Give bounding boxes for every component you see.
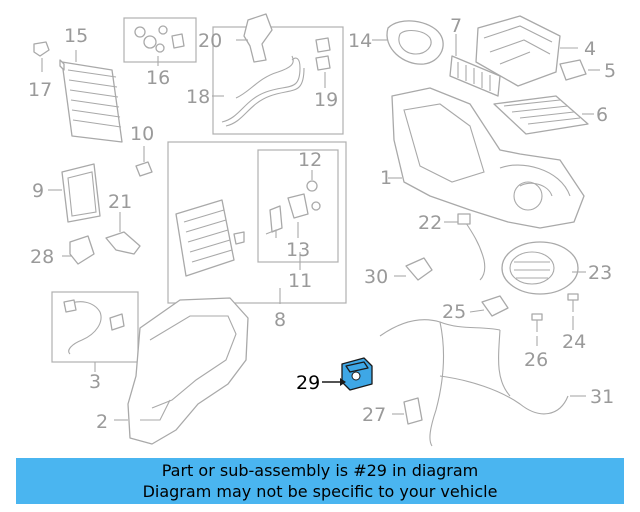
callout-7: 7	[450, 15, 462, 37]
callout-24: 24	[562, 331, 586, 353]
callout-3: 3	[89, 371, 101, 393]
callout-15: 15	[64, 25, 88, 47]
part-22-hose	[457, 213, 486, 281]
part-2-lower-housing	[127, 297, 249, 445]
part-25-gasket	[481, 295, 509, 317]
callout-11: 11	[288, 270, 312, 292]
part-1-hvac-housing	[391, 87, 585, 229]
callout-5: 5	[604, 60, 616, 82]
callout-19: 19	[314, 89, 338, 111]
part-9-filter	[61, 163, 101, 223]
callout-8: 8	[274, 309, 286, 331]
callout-22: 22	[418, 212, 442, 234]
callout-14: 14	[348, 30, 372, 52]
part-19-fittings	[315, 37, 331, 71]
callout-18: 18	[186, 86, 210, 108]
callout-4: 4	[584, 38, 596, 60]
callout-9: 9	[32, 180, 44, 202]
part-15-heater-core	[59, 59, 123, 143]
callout-31: 31	[590, 386, 614, 408]
banner-line-2: Diagram may not be specific to your vehi…	[142, 482, 498, 501]
callout-16: 16	[146, 67, 170, 89]
part-17-clip	[33, 41, 50, 57]
callout-17: 17	[28, 79, 52, 101]
part-23-blower-motor	[501, 241, 579, 295]
part-30-resistor	[405, 257, 433, 281]
group-box-18-19	[212, 26, 344, 135]
part-14-seal	[386, 20, 444, 65]
callout-28: 28	[30, 246, 54, 268]
part-8-evaporator	[175, 199, 245, 277]
part-20-bracket	[243, 13, 273, 63]
part-16-fittings	[134, 25, 185, 53]
part-29-highlighted[interactable]	[341, 357, 373, 391]
callout-29: 29	[296, 372, 320, 394]
callout-13: 13	[286, 239, 310, 261]
callout-23: 23	[588, 262, 612, 284]
callout-6: 6	[596, 104, 608, 126]
callout-27: 27	[362, 404, 386, 426]
part-26-screw	[531, 313, 543, 332]
group-box-8	[167, 141, 347, 304]
callout-20: 20	[198, 30, 222, 52]
callout-1: 1	[380, 167, 392, 189]
group-box-11	[257, 149, 339, 263]
part-7-strip	[449, 55, 501, 97]
part-12-oring	[306, 180, 321, 211]
part-18-ac-lines	[221, 55, 305, 127]
banner-line-1: Part or sub-assembly is #29 in diagram	[161, 461, 479, 480]
part-3-cable	[63, 299, 125, 355]
callout-10: 10	[130, 123, 154, 145]
part-21-actuator	[105, 231, 141, 255]
info-banner: Part or sub-assembly is #29 in diagram D…	[16, 458, 624, 504]
part-4-control-unit	[475, 15, 561, 87]
part-13-expansion-valve	[265, 193, 309, 238]
part-31-wiring-harness	[379, 319, 569, 447]
callout-12: 12	[298, 149, 322, 171]
part-10-bolt	[135, 161, 153, 177]
group-box-16	[123, 17, 197, 63]
part-5-sensor	[559, 59, 587, 81]
callout-21: 21	[108, 191, 132, 213]
part-27-bracket	[403, 397, 423, 425]
leader-25	[469, 309, 485, 313]
callout-2: 2	[96, 411, 108, 433]
part-28-bracket	[69, 235, 95, 265]
callout-25: 25	[442, 301, 466, 323]
part-6-cabin-filter	[493, 95, 589, 135]
callout-30: 30	[364, 266, 388, 288]
arrowhead-29	[340, 378, 346, 386]
part-24-screw	[567, 293, 579, 312]
callout-26: 26	[524, 349, 548, 371]
